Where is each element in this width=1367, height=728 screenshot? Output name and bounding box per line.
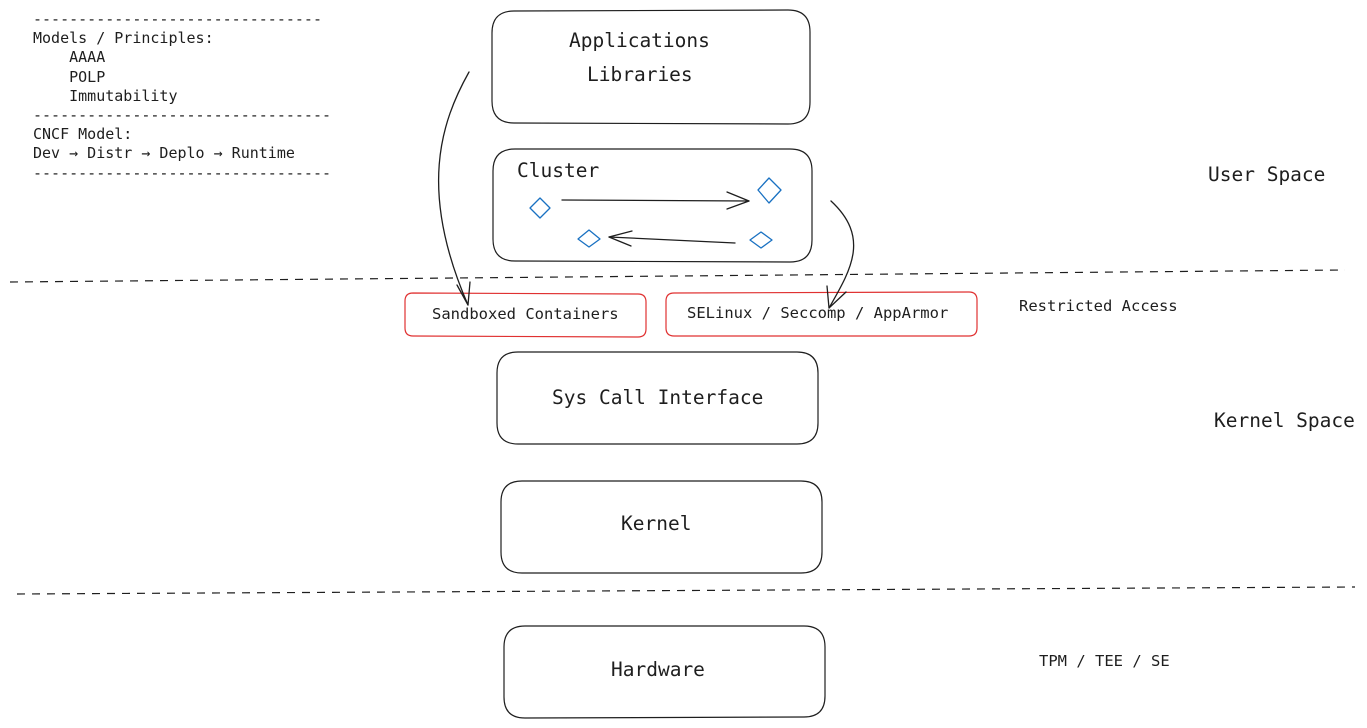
legend-rule-top: --------------------------------	[33, 10, 322, 28]
hardware-divider	[16, 586, 1356, 595]
model-item-aaaa: AAAA	[69, 48, 106, 67]
cluster-title: Cluster	[517, 159, 600, 182]
syscall-interface-box	[496, 351, 819, 445]
cluster-arrow-right	[561, 199, 750, 202]
kernel-space-label: Kernel Space	[1214, 409, 1355, 432]
cluster-arrow-left	[608, 236, 736, 244]
cluster-node-left	[529, 197, 551, 219]
kernel-label: Kernel	[621, 512, 692, 535]
cncf-flow: Dev → Distr → Deplo → Runtime	[33, 144, 295, 163]
cluster-to-selinux-arrowhead	[826, 285, 847, 309]
selinux-label: SELinux / Seccomp / AppArmor	[687, 304, 949, 322]
hardware-box	[503, 625, 826, 719]
applications-label: Applications	[569, 29, 710, 52]
restricted-access-label: Restricted Access	[1019, 297, 1178, 315]
models-legend: -------------------------------- Models …	[33, 10, 331, 183]
sandboxed-containers-label: Sandboxed Containers	[432, 305, 619, 323]
applications-to-sandbox-arrow	[437, 71, 470, 306]
cncf-heading: CNCF Model:	[33, 125, 133, 144]
hardware-security-label: TPM / TEE / SE	[1039, 652, 1170, 670]
selinux-seccomp-apparmor-box[interactable]	[665, 291, 978, 337]
applications-to-sandbox-arrowhead	[456, 281, 471, 306]
libraries-label: Libraries	[587, 63, 693, 86]
models-heading: Models / Principles:	[33, 29, 214, 48]
cluster-node-top-right	[757, 177, 782, 204]
applications-box	[491, 9, 811, 125]
cluster-node-bottom-right	[749, 231, 773, 249]
user-space-label: User Space	[1208, 163, 1326, 186]
sandboxed-containers-box[interactable]	[404, 292, 647, 338]
cluster-node-bottom-left	[577, 229, 601, 248]
cluster-box	[492, 148, 813, 263]
kernel-box	[500, 480, 823, 574]
user-space-divider	[9, 269, 1346, 283]
cluster-arrow-right-head	[726, 191, 750, 210]
cluster-arrow-left-head	[608, 230, 633, 247]
cluster-to-selinux-arrow	[828, 200, 855, 309]
hardware-label: Hardware	[611, 658, 705, 681]
legend-rule-middle: ---------------------------------	[33, 106, 332, 125]
model-item-polp: POLP	[69, 67, 106, 86]
model-item-immutability: Immutability	[69, 86, 178, 105]
legend-rule-bottom: ---------------------------------	[33, 163, 332, 182]
syscall-interface-label: Sys Call Interface	[552, 386, 764, 409]
